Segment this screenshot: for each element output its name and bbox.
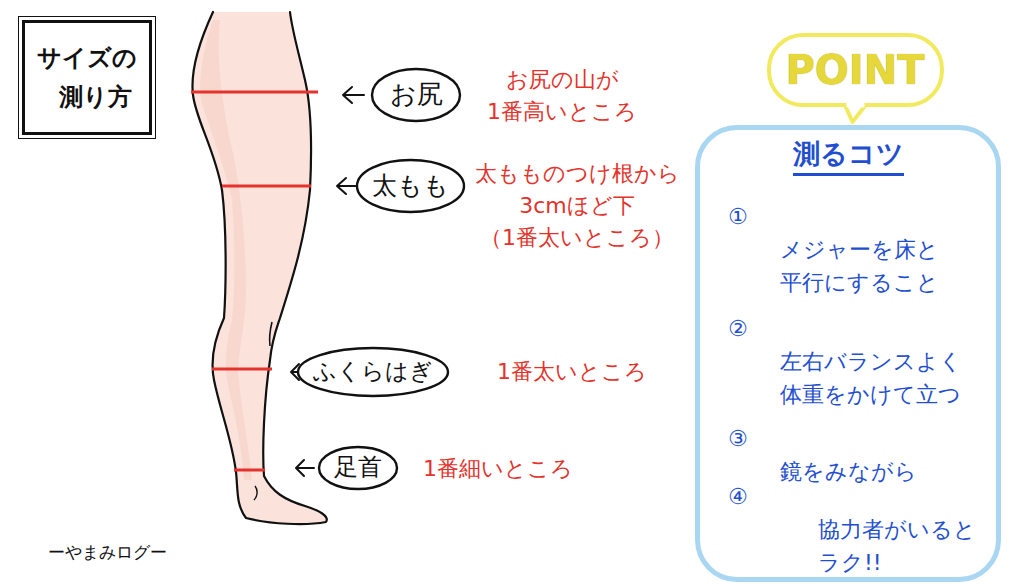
text-line: サイズの [37,39,137,77]
title-text: サイズの 測り方 [37,39,137,116]
leg-shading [192,12,326,524]
text-line: ③ [728,422,917,455]
label-ellipse: 足首 [317,445,399,491]
text-line: 平行にすること [728,266,939,299]
point-bubble: POINT [766,32,945,108]
measure-note: 太もものつけ根から 3cmほど下 （1番太いところ） [475,158,680,254]
text-line: 左右バランスよく [728,345,962,378]
tip-item: ① メジャーを床と 平行にすること [728,200,939,299]
text-line: ④ [728,480,976,513]
bubble-tail-join [846,103,864,108]
text-line: 太もものつけ根から [475,158,680,190]
text-line: 1番細いところ [423,453,573,485]
text-line: （1番太いところ） [475,222,680,254]
part-name: 太もも [372,170,449,203]
tip-item: ② 左右バランスよく 体重をかけて立つ [728,312,962,411]
calf-measure-line [212,368,272,371]
ellipse-shape [357,160,464,212]
text-line: 体重をかけて立つ [728,378,962,411]
text-line: ーやまみログー [48,540,167,565]
ellipse-shape [372,69,460,121]
text-line: POINT [786,44,925,96]
thigh-measure-line [222,185,311,188]
ankle-measure-line [234,469,265,472]
title-box: サイズの 測り方 [22,20,152,135]
text-line: 協力者がいると [728,513,976,546]
bubble-tail [844,104,866,122]
tips-box: 測るコツ ① メジャーを床と 平行にすること ② 左右バランスよく 体重をかけて立つ… [695,125,1001,582]
hip-measure-line [191,91,318,94]
text-line: メジャーを床と [728,233,939,266]
pointer-arrow [296,460,314,476]
text-line: 測り方 [37,78,137,116]
knee-line [270,322,272,346]
text-line: 1番太いところ [497,356,647,388]
text-line: 足首 [334,452,382,483]
part-name: ふくらはぎ [313,357,433,387]
tip-item: ④ 協力者がいると ラク!! [728,480,976,579]
watermark: ーやまみログー [48,540,167,565]
text-line: お尻の山が [487,64,637,96]
bubble-shape [769,35,942,105]
text-line: 太もも [372,170,449,203]
text-line: 3cmほど下 [475,190,680,222]
part-name: 足首 [334,452,382,483]
ankle-bone [254,486,257,500]
tip-item: ③ 鏡をみながら [728,422,917,488]
text-line: 1番高いところ [487,96,637,128]
text-line: ① [728,200,939,233]
leg-outline [192,12,326,524]
text-line: ② [728,312,962,345]
label-ellipse: ふくらはぎ [296,346,450,398]
label-ellipse: お尻 [370,67,462,123]
text-line: 鏡をみながら [728,455,917,488]
ellipse-shape [319,447,397,489]
tips-heading: 測るコツ [700,136,996,176]
part-name: お尻 [390,78,443,112]
ellipse-shape [298,348,448,396]
point-text: POINT [786,44,925,96]
text-line: ふくらはぎ [313,357,433,387]
text-line: ラク!! [728,546,976,579]
text-line: お尻 [390,78,443,112]
measure-note: 1番太いところ [497,356,647,388]
text-line: 測るコツ [793,136,904,176]
measure-note: お尻の山が 1番高いところ [487,64,637,128]
label-ellipse: 太もも [355,158,466,214]
pointer-arrow [343,87,364,103]
pointer-arrow [337,178,357,194]
measure-note: 1番細いところ [423,453,573,485]
